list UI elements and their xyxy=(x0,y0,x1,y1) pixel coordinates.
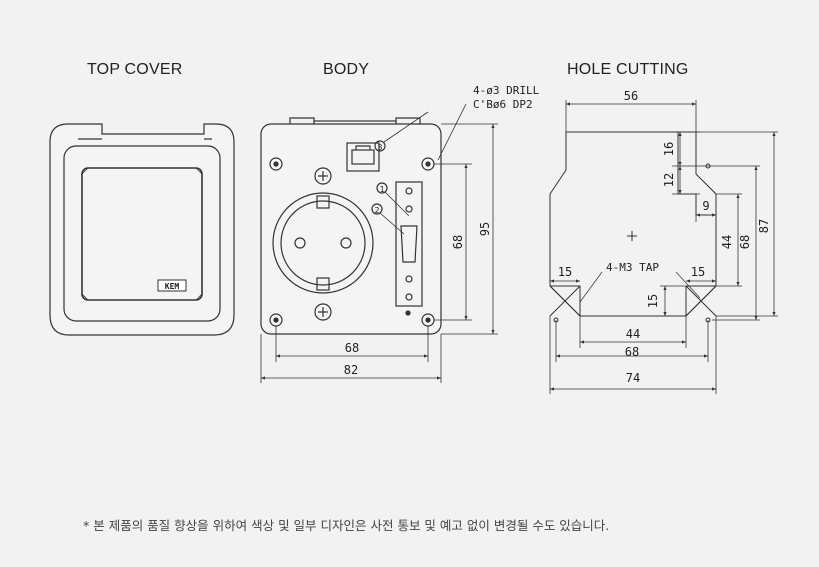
drill-spec-line1: 4-ø3 DRILL xyxy=(473,84,540,97)
body-title: BODY xyxy=(323,61,370,78)
footnote: * 본 제품의 품질 향상을 위하여 색상 및 일부 디자인은 사전 통보 및 … xyxy=(83,518,610,533)
drill-spec-line2: C'Bø6 DP2 xyxy=(473,98,533,111)
hole-cutting-title: HOLE CUTTING xyxy=(567,61,689,78)
hole-dim-15-right: 15 xyxy=(691,265,705,279)
hole-dim-15-vertical: 15 xyxy=(646,294,660,308)
hole-dim-68-vertical: 68 xyxy=(738,235,752,249)
top-cover-title: TOP COVER xyxy=(87,61,183,78)
hole-dimension-lines xyxy=(549,100,778,394)
callout-1: 1 xyxy=(380,185,385,194)
hole-dim-68: 68 xyxy=(625,345,639,359)
callout-2: 2 xyxy=(375,206,380,215)
top-cover-drawing xyxy=(49,123,235,336)
hole-dim-9: 9 xyxy=(702,199,709,213)
hole-dim-74: 74 xyxy=(626,371,640,385)
body-dim-95: 95 xyxy=(478,222,492,236)
hole-dim-44-vertical: 44 xyxy=(720,235,734,249)
hole-dim-87: 87 xyxy=(757,219,771,233)
tap-spec: 4-M3 TAP xyxy=(606,261,659,274)
body-dim-68-vertical: 68 xyxy=(451,235,465,249)
hole-dim-56: 56 xyxy=(624,89,638,103)
hole-dim-44: 44 xyxy=(626,327,640,341)
body-dim-82: 82 xyxy=(344,363,358,377)
body-dimension-lines xyxy=(260,123,498,383)
hole-dim-12: 12 xyxy=(662,173,676,187)
hole-dim-15-left: 15 xyxy=(558,265,572,279)
hole-cutting-drawing xyxy=(549,131,717,323)
callout-3: 3 xyxy=(378,143,383,152)
kem-logo: KEM xyxy=(165,282,180,291)
kem-logo-box xyxy=(157,279,187,292)
hole-dim-16: 16 xyxy=(662,142,676,156)
body-dim-68: 68 xyxy=(345,341,359,355)
body-drawing xyxy=(260,103,467,335)
